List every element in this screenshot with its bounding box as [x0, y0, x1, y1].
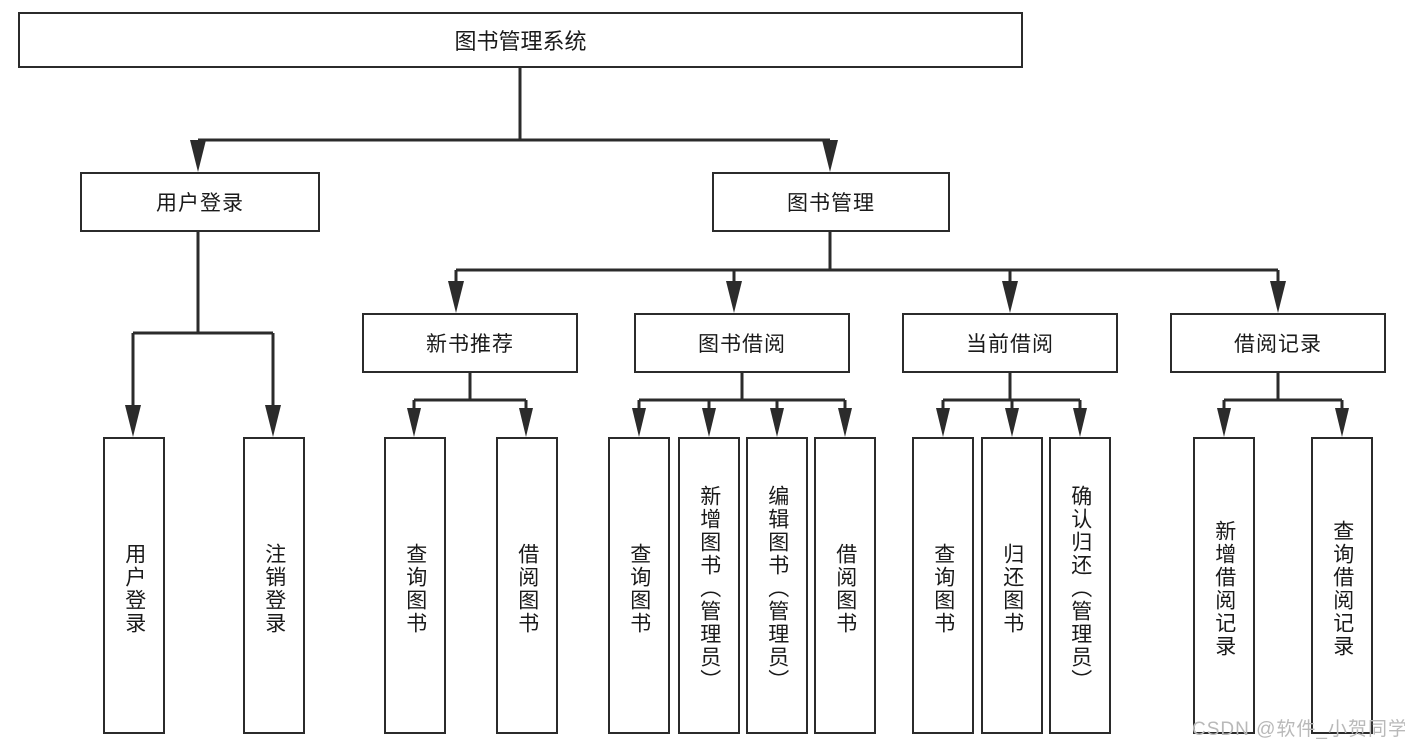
leaf-records-query-record[interactable]: 查询借阅记录	[1311, 437, 1373, 734]
node-label: 确认归还（管理员）	[1068, 485, 1092, 692]
node-label: 借阅图书	[515, 542, 539, 635]
node-label: 新增借阅记录	[1212, 519, 1236, 658]
leaf-borrow-query-book[interactable]: 查询图书	[608, 437, 670, 734]
leaf-user-login-logout[interactable]: 注销登录	[243, 437, 305, 734]
leaf-user-login-login[interactable]: 用户登录	[103, 437, 165, 734]
node-label: 查询图书	[931, 542, 955, 635]
leaf-borrow-borrow-book[interactable]: 借阅图书	[814, 437, 876, 734]
leaf-borrow-add-book[interactable]: 新增图书（管理员）	[678, 437, 740, 734]
node-label: 新书推荐	[426, 333, 514, 356]
node-label: 图书管理系统	[454, 29, 587, 54]
node-label: 查询图书	[627, 542, 651, 635]
node-label: 新增图书（管理员）	[697, 485, 721, 692]
node-label: 注销登录	[262, 542, 286, 635]
node-root-system[interactable]: 图书管理系统	[18, 12, 1023, 68]
node-label: 归还图书	[1000, 542, 1024, 635]
node-label: 查询图书	[403, 542, 427, 635]
node-label: 当前借阅	[966, 333, 1054, 356]
leaf-current-confirm-return[interactable]: 确认归还（管理员）	[1049, 437, 1111, 734]
node-new-book-recommend[interactable]: 新书推荐	[362, 313, 578, 373]
node-label: 编辑图书（管理员）	[765, 485, 789, 692]
leaf-borrow-edit-book[interactable]: 编辑图书（管理员）	[746, 437, 808, 734]
node-label: 查询借阅记录	[1330, 519, 1354, 658]
node-current-borrow[interactable]: 当前借阅	[902, 313, 1118, 373]
watermark: CSDN @软件_小贺同学	[1192, 719, 1405, 740]
node-book-management[interactable]: 图书管理	[712, 172, 950, 232]
node-label: 借阅记录	[1234, 333, 1322, 356]
node-book-borrow[interactable]: 图书借阅	[634, 313, 850, 373]
leaf-current-return-book[interactable]: 归还图书	[981, 437, 1043, 734]
leaf-current-query-book[interactable]: 查询图书	[912, 437, 974, 734]
node-user-login[interactable]: 用户登录	[80, 172, 320, 232]
node-label: 借阅图书	[833, 542, 857, 635]
node-label: 用户登录	[122, 542, 146, 635]
node-borrow-records[interactable]: 借阅记录	[1170, 313, 1386, 373]
node-label: 用户登录	[156, 192, 244, 215]
node-label: 图书借阅	[698, 333, 786, 356]
node-label: 图书管理	[787, 192, 875, 215]
leaf-recommend-query-book[interactable]: 查询图书	[384, 437, 446, 734]
leaf-records-add-record[interactable]: 新增借阅记录	[1193, 437, 1255, 734]
leaf-recommend-borrow-book[interactable]: 借阅图书	[496, 437, 558, 734]
